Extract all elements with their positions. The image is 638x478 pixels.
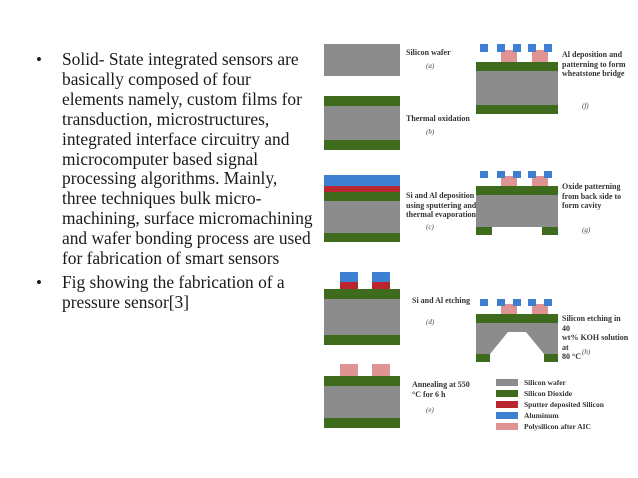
step-h-diagram — [476, 299, 558, 362]
legend-label: Aluminum — [524, 411, 559, 420]
step-h-label: Silicon etching in 40 wt% KOH solution a… — [562, 314, 629, 361]
legend-label: Sputter deposited Silicon — [524, 400, 604, 409]
step-b-sub: (b) — [426, 128, 435, 136]
bullet-dot-icon: • — [36, 272, 42, 292]
legend-label: Silicon wafer — [524, 378, 566, 387]
step-d-diagram — [324, 272, 400, 345]
step-g-diagram — [476, 171, 558, 235]
step-b-label: Thermal oxidation — [406, 114, 470, 123]
bullet-item: • Fig showing the fabrication of a pressu… — [34, 271, 314, 313]
bullet-item: • Solid- State integrated sensors are bas… — [34, 49, 314, 269]
step-e-diagram — [324, 364, 400, 428]
bullet-text: Fig showing the fabrication of a pressur… — [62, 271, 285, 312]
fabrication-figure: Silicon wafer (a) Thermal oxidation (b) … — [320, 38, 630, 436]
step-b-diagram — [324, 96, 400, 150]
step-a-sub: (a) — [426, 62, 435, 70]
bullet-text: Solid- State integrated sensors are basi… — [62, 49, 313, 269]
step-f-sub: (f) — [582, 102, 589, 110]
step-h-sub: (h) — [582, 348, 591, 356]
fabrication-diagram — [324, 44, 558, 428]
step-c-label: Si and Al deposition using sputtering an… — [406, 191, 477, 219]
figure-legend: Silicon wafer Silicon Dioxide Sputter de… — [496, 378, 626, 434]
step-e-label: Annealing at 550 °C for 6 h — [412, 380, 470, 399]
legend-label: Polysilicon after AIC — [524, 422, 591, 431]
legend-swatch — [496, 390, 518, 397]
bullet-dot-icon: • — [36, 50, 42, 69]
step-a-label: Silicon wafer — [406, 48, 451, 57]
step-d-sub: (d) — [426, 318, 435, 326]
step-f-label: Al deposition and patterning to form whe… — [562, 50, 626, 78]
step-d-label: Si and Al etching — [412, 296, 471, 305]
step-g-label: Oxide patterning from back side to form … — [562, 182, 622, 210]
step-f-diagram — [476, 44, 558, 114]
legend-swatch — [496, 423, 518, 430]
legend-swatch — [496, 401, 518, 408]
bullet-list: • Solid- State integrated sensors are bas… — [34, 49, 314, 317]
legend-label: Silicon Dioxide — [524, 389, 573, 398]
legend-swatch — [496, 412, 518, 419]
step-g-sub: (g) — [582, 226, 591, 234]
step-e-sub: (e) — [426, 406, 434, 414]
step-c-sub: (c) — [426, 223, 434, 231]
legend-swatch — [496, 379, 518, 386]
step-c-diagram — [324, 175, 400, 242]
step-a-wafer — [324, 44, 400, 76]
